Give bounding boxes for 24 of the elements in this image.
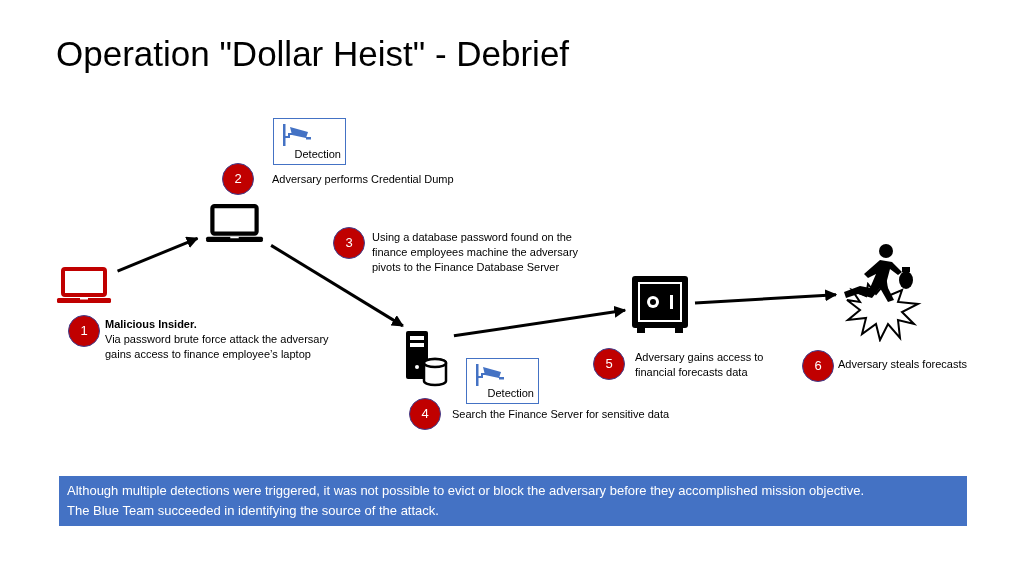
- step-description: Search the Finance Server for sensitive data: [452, 407, 671, 422]
- step-description: Via password brute force attack the adversary gains access to finance employee’s laptop: [105, 332, 330, 362]
- step-description: Adversary gains access to financial forecasts data: [635, 350, 765, 380]
- laptop-icon: [203, 203, 266, 243]
- slide-title: Operation "Dollar Heist" - Debrief: [56, 33, 570, 75]
- detection-label: Detection: [294, 148, 341, 162]
- detection-card: [466, 358, 539, 404]
- step-description: Using a database password found on the finance employees machine the adversary pivots to the Finance Database Server: [372, 230, 580, 275]
- arrow: [694, 289, 838, 305]
- detection-label: Detection: [487, 387, 534, 401]
- arrow: [453, 305, 627, 338]
- detection-card: [273, 118, 346, 165]
- summary-text: The Blue Team succeeded in identifying the source of the attack.: [67, 503, 440, 520]
- arrow: [116, 236, 199, 273]
- thief-escaping-drawing: [842, 242, 922, 342]
- database-server-icon: [404, 329, 448, 387]
- summary-text: Although multiple detections were triggered, it was not possible to evict or block the adversary before they accomplished mission objective.: [67, 482, 866, 499]
- safe-icon: [631, 275, 689, 335]
- laptop-icon: [56, 266, 112, 304]
- arrow: [270, 244, 404, 328]
- step-heading: Malicious Insider.: [105, 317, 198, 332]
- summary-banner: [59, 476, 967, 526]
- step-description: Adversary performs Credential Dump: [272, 172, 455, 187]
- step-description: Adversary steals forecasts: [838, 357, 968, 372]
